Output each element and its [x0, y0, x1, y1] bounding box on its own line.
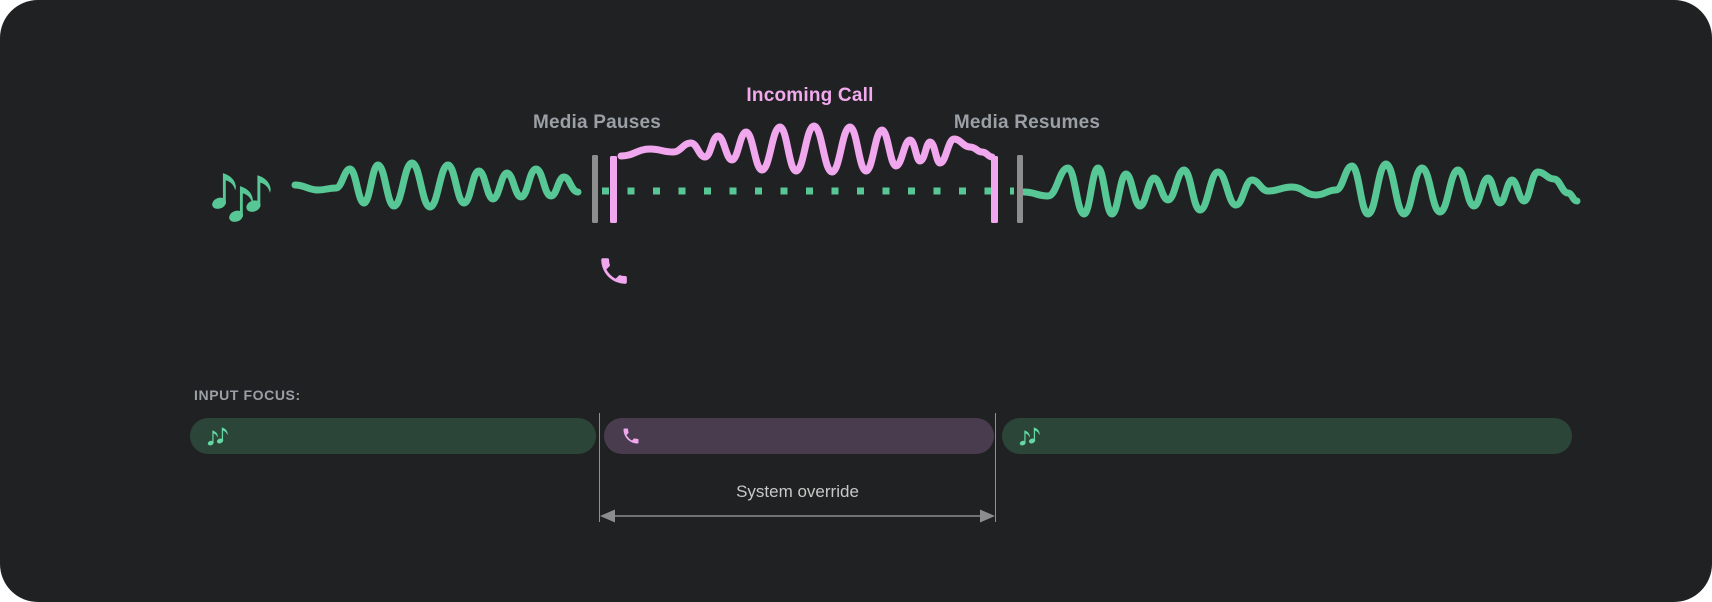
arrow-left-head: [600, 509, 615, 523]
music-notes-icon: [210, 173, 271, 223]
focus-segment-media-after: [1002, 418, 1572, 454]
media-pauses-label: Media Pauses: [533, 112, 661, 133]
arrow-right-head: [980, 509, 995, 523]
pause-marker-gray-bar: [592, 155, 598, 223]
override-end-line: [995, 413, 996, 522]
music-notes-icon: [207, 427, 228, 446]
media-waveform-before: [291, 159, 582, 211]
override-range-arrow: [600, 509, 995, 523]
music-notes-icon: [1019, 427, 1040, 446]
system-override-label: System override: [736, 482, 859, 501]
resume-marker-gray-bar: [1017, 155, 1023, 223]
media-waveform-after: [1020, 160, 1581, 218]
input-focus-label: INPUT FOCUS:: [194, 387, 301, 403]
call-waveform: [617, 122, 996, 176]
media-resumes-label: Media Resumes: [954, 112, 1100, 133]
pause-marker-pink-bar: [610, 156, 617, 223]
phone-icon: [623, 428, 639, 444]
incoming-call-label: Incoming Call: [746, 85, 873, 106]
focus-segment-call: [604, 418, 994, 454]
phone-icon: [601, 258, 627, 284]
focus-segment-media-before: [190, 418, 596, 454]
override-start-line: [599, 413, 600, 522]
resume-marker-pink-bar: [991, 156, 998, 223]
